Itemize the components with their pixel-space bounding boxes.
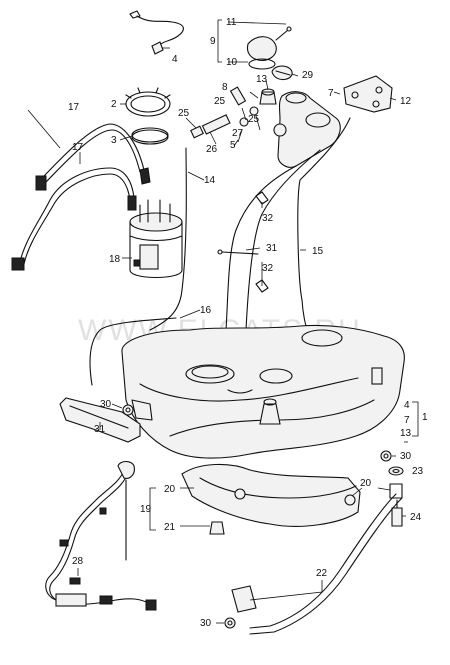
callout-22: 22 <box>316 568 328 579</box>
callout-30-left: 30 <box>100 399 112 410</box>
callout-31-mid: 31 <box>266 243 278 254</box>
callout-3: 3 <box>111 135 117 146</box>
callout-26: 26 <box>206 144 218 155</box>
part-strap-22 <box>231 483 403 635</box>
part-vent-line-14 <box>149 147 187 331</box>
callout-21: 21 <box>164 522 176 533</box>
callout-24: 24 <box>410 512 422 523</box>
leader-lines <box>27 21 408 624</box>
callout-bracket-right <box>412 401 419 437</box>
callout-20-left: 20 <box>164 484 176 495</box>
callout-14: 14 <box>204 175 216 186</box>
callout-28: 28 <box>72 556 84 567</box>
callout-18: 18 <box>109 254 121 265</box>
part-fuel-tank <box>121 324 405 459</box>
part-valve-13 <box>259 88 277 105</box>
callout-25a: 25 <box>178 108 190 119</box>
callout-29: 29 <box>302 70 314 81</box>
part-clip-32 <box>255 191 269 293</box>
callout-13-top: 13 <box>256 74 268 85</box>
part-nut-30 <box>122 404 392 629</box>
callout-11: 11 <box>226 17 237 28</box>
callout-bracket-top <box>217 19 222 63</box>
callout-12: 12 <box>400 96 412 107</box>
callout-25b: 25 <box>214 96 226 107</box>
callout-8: 8 <box>222 82 228 93</box>
callout-20-right: 20 <box>360 478 372 489</box>
part-bracket-12 <box>343 75 393 113</box>
callout-31-left: 31 <box>94 424 106 435</box>
callout-15: 15 <box>312 246 324 257</box>
callout-7: 7 <box>328 88 334 99</box>
callout-5: 5 <box>230 140 236 151</box>
callout-4-right: 4 <box>404 400 410 411</box>
callout-4-top: 4 <box>172 54 178 65</box>
part-strap-31-mid <box>217 249 259 255</box>
part-wiring-harness-28 <box>45 460 157 611</box>
callout-1: 1 <box>422 412 428 423</box>
part-lock-ring-2 <box>125 87 171 117</box>
callout-25c: 25 <box>248 114 260 125</box>
part-seal-29 <box>271 65 293 81</box>
part-fuel-lines-17 <box>11 123 151 271</box>
callout-32b: 32 <box>262 263 274 274</box>
part-filler-neck <box>225 91 341 331</box>
part-bolt-24 <box>391 499 403 527</box>
callout-19: 19 <box>140 504 152 515</box>
callout-2: 2 <box>111 99 117 110</box>
part-fittings-25-26-27 <box>190 86 259 139</box>
callout-9: 9 <box>210 36 216 47</box>
part-filler-cap-9 <box>246 26 292 70</box>
callout-30-bottom: 30 <box>200 618 212 629</box>
callout-10: 10 <box>226 57 238 68</box>
callout-23: 23 <box>412 466 424 477</box>
callouts: 4 2 3 17 17 18 25 14 8 25 26 25 27 5 11 … <box>68 17 428 629</box>
callout-17b: 17 <box>72 142 84 153</box>
part-hose-16 <box>89 317 177 386</box>
part-washer-23 <box>388 466 404 476</box>
part-bolt-21 <box>209 521 225 535</box>
callout-27: 27 <box>232 128 244 139</box>
part-heat-shield-31 <box>59 397 141 443</box>
part-fuel-pump-18 <box>129 199 183 278</box>
callout-17a: 17 <box>68 102 80 113</box>
callout-13-right: 13 <box>400 428 412 439</box>
part-seal-3 <box>131 127 169 145</box>
callout-30-right: 30 <box>400 451 412 462</box>
callout-32a: 32 <box>262 213 274 224</box>
callout-bracket-left <box>149 487 156 531</box>
part-lower-shield-19 <box>181 463 361 527</box>
part-wire-connector-4 <box>129 10 184 55</box>
callout-7-right: 7 <box>404 415 410 426</box>
callout-16: 16 <box>200 305 212 316</box>
